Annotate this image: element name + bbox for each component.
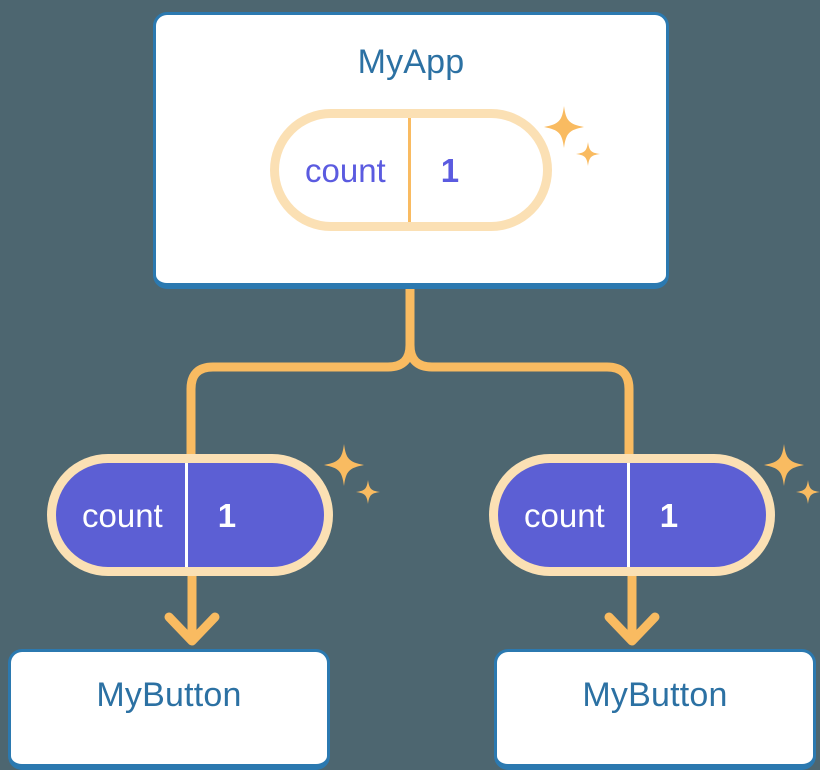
connector-trunk-split xyxy=(186,284,415,475)
state-pill-right-value: 1 xyxy=(659,496,679,534)
component-card-mybutton-right[interactable]: MyButton xyxy=(494,649,816,770)
component-card-myapp-title: MyApp xyxy=(357,43,465,81)
state-pill-right-body: count 1 xyxy=(498,463,766,567)
component-card-mybutton-left-title: MyButton xyxy=(96,676,242,714)
state-pill-myapp[interactable]: count 1 xyxy=(270,109,552,231)
state-pill-left-key: count xyxy=(82,496,163,534)
state-pill-myapp-value: 1 xyxy=(440,151,460,189)
arrow-left-head-icon xyxy=(164,612,220,646)
state-pill-right[interactable]: count 1 xyxy=(489,454,775,576)
connector-trunk-split-right xyxy=(405,340,634,475)
state-pill-myapp-divider xyxy=(407,118,411,222)
state-pill-left-body: count 1 xyxy=(56,463,324,567)
state-pill-myapp-body: count 1 xyxy=(279,118,543,222)
state-pill-left-divider xyxy=(184,463,188,567)
state-pill-left-value: 1 xyxy=(217,496,237,534)
state-pill-right-key: count xyxy=(524,496,605,534)
component-card-mybutton-left[interactable]: MyButton xyxy=(8,649,330,770)
component-card-mybutton-right-title: MyButton xyxy=(582,676,728,714)
arrow-right-head-icon xyxy=(604,612,660,646)
state-pill-myapp-key: count xyxy=(305,151,386,189)
state-pill-left[interactable]: count 1 xyxy=(47,454,333,576)
state-pill-right-divider xyxy=(626,463,630,567)
